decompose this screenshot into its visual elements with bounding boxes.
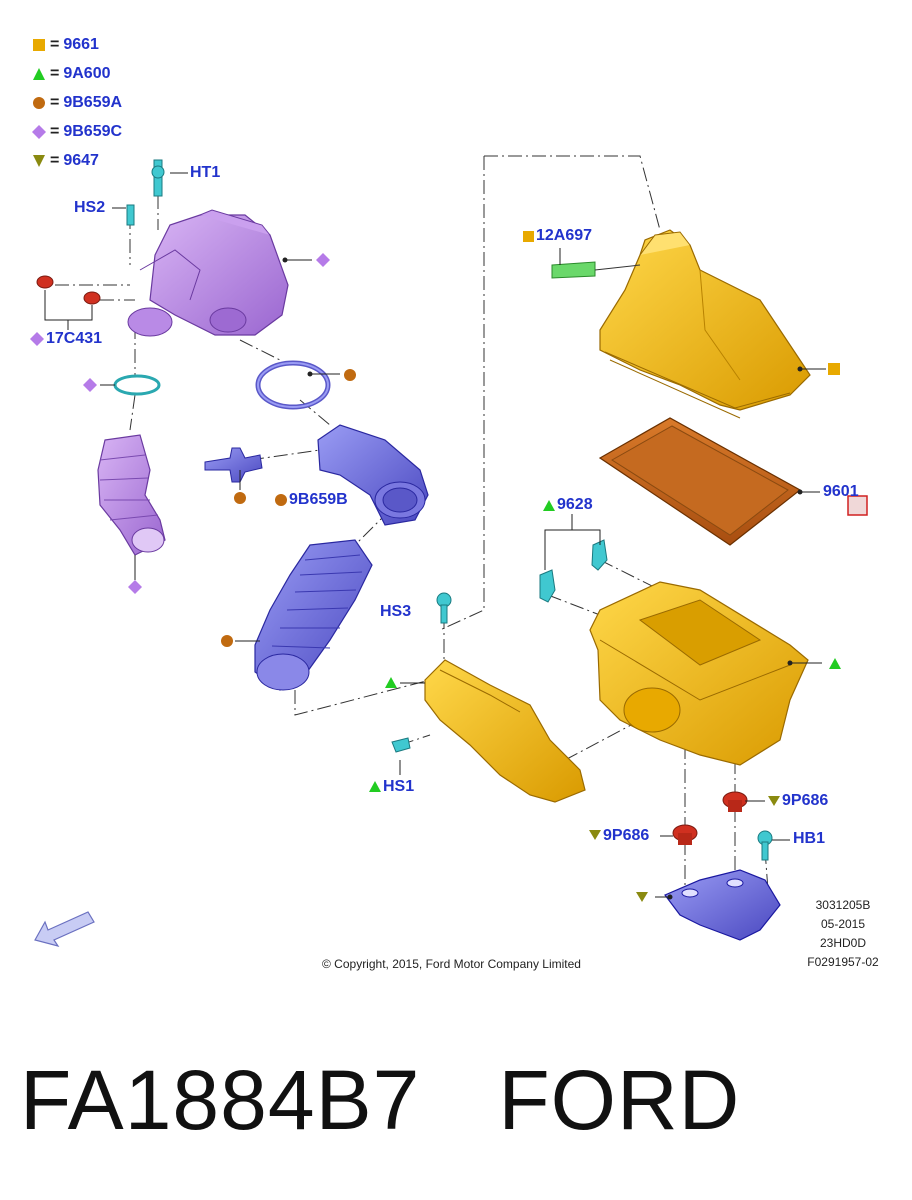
clip-hs1[interactable] (391, 737, 411, 753)
grommet-red-upper-left[interactable] (36, 275, 101, 305)
clip-hs3[interactable] (436, 592, 452, 624)
meta-line: F0291957-02 (807, 955, 879, 969)
callout-ht1[interactable]: HT1 (190, 164, 221, 181)
legend: = 9661 = 9A600 = 9B659A = 9B659C = 9647 (32, 30, 122, 175)
legend-code: 9647 (63, 151, 99, 169)
legend-item: = 9647 (32, 146, 122, 175)
air-cleaner-body[interactable] (589, 581, 809, 766)
meta-line: 3031205B (815, 898, 871, 912)
vacuum-connector[interactable] (204, 447, 263, 483)
callout-hs3[interactable]: HS3 (380, 603, 412, 620)
legend-equals: = (50, 93, 60, 111)
highlight-box (847, 495, 868, 516)
bottom-title: FA1884B7 FORD (20, 1052, 740, 1149)
direction-arrow-icon (34, 911, 95, 947)
bracket-blue[interactable] (664, 869, 781, 941)
legend-equals: = (50, 151, 60, 169)
grommet-red-left[interactable] (672, 824, 698, 845)
callout-9601[interactable]: 9601 (823, 483, 859, 500)
clamp-ring-cyan[interactable] (113, 374, 161, 396)
clips-9628[interactable] (539, 539, 608, 603)
clamp-ring-blue[interactable] (255, 360, 331, 410)
callout-12a697[interactable]: 12A697 (536, 227, 593, 244)
square-icon (33, 38, 45, 51)
leader-lines (44, 172, 826, 898)
legend-item: = 9B659C (32, 117, 122, 146)
circle-icon (33, 96, 45, 109)
legend-code: 9661 (63, 35, 99, 53)
copyright-notice: © Copyright, 2015, Ford Motor Company Li… (322, 957, 581, 971)
diamond-icon (32, 124, 46, 139)
callout-9b659b[interactable]: 9B659B (289, 491, 348, 508)
triangle-up-icon (33, 67, 45, 80)
air-cleaner-cover[interactable] (599, 229, 811, 419)
meta-line: 05-2015 (820, 917, 866, 931)
legend-item: = 9B659A (32, 88, 122, 117)
legend-item: = 9A600 (32, 59, 122, 88)
marker-symbols (30, 231, 841, 902)
callout-hb1[interactable]: HB1 (793, 830, 826, 847)
legend-equals: = (50, 64, 60, 82)
legend-code: 9B659C (63, 122, 123, 140)
callout-9p686-left[interactable]: 9P686 (603, 827, 650, 844)
callout-hs1[interactable]: HS1 (383, 778, 415, 795)
hose-9b659b[interactable] (317, 424, 429, 526)
clip-hb1[interactable] (757, 830, 773, 861)
brand-name: FORD (498, 1053, 741, 1147)
legend-equals: = (50, 122, 60, 140)
callout-9628[interactable]: 9628 (557, 496, 593, 513)
part-number: FA1884B7 (20, 1053, 421, 1147)
legend-code: 9A600 (63, 64, 111, 82)
resonator-part-purple[interactable] (127, 209, 289, 337)
sensor-12a697[interactable] (551, 261, 641, 279)
clip-ht1[interactable] (151, 159, 165, 197)
meta-line: 23HD0D (819, 936, 867, 950)
drawing-meta: 3031205B 05-2015 23HD0D F0291957-02 (798, 896, 888, 972)
legend-item: = 9661 (32, 30, 122, 59)
callout-9p686-right[interactable]: 9P686 (782, 792, 829, 809)
callout-hs2[interactable]: HS2 (74, 199, 106, 216)
lower-hose-purple[interactable] (97, 434, 166, 556)
clip-hs2[interactable] (126, 204, 135, 226)
legend-code: 9B659A (63, 93, 123, 111)
legend-equals: = (50, 35, 60, 53)
grommet-red-right[interactable] (722, 791, 748, 812)
corrugated-hose-blue[interactable] (254, 539, 373, 691)
filter-element-9601[interactable] (598, 417, 802, 546)
triangle-down-icon (33, 154, 45, 167)
parts-diagram (30, 155, 868, 947)
inlet-duct-yellow[interactable] (424, 659, 586, 803)
callout-17c431[interactable]: 17C431 (46, 330, 103, 347)
